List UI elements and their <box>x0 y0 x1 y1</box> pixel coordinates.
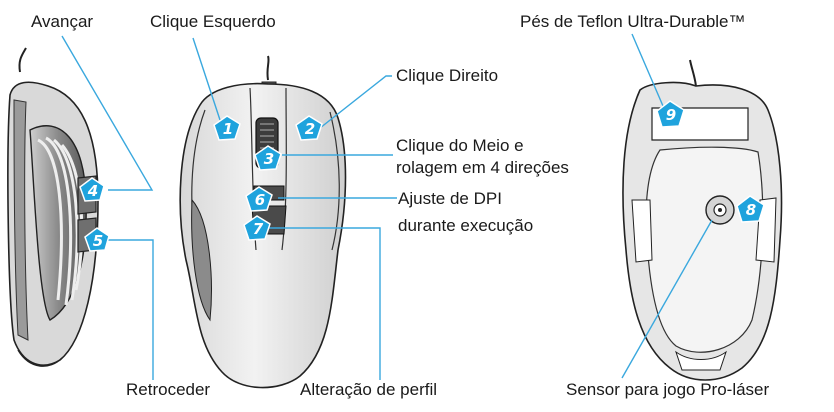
badge-number: 6 <box>255 191 265 209</box>
label-laser-sensor: Sensor para jogo Pro-láser <box>566 380 770 399</box>
label-back: Retroceder <box>126 380 211 399</box>
label-dpi-line2: durante execução <box>398 216 534 235</box>
label-right-click: Clique Direito <box>396 66 499 85</box>
label-middle-click-line2: rolagem em 4 direções <box>396 158 569 177</box>
badge-9: 9 <box>656 100 685 128</box>
badge-number: 9 <box>666 106 676 124</box>
side-view-mouse <box>7 47 99 367</box>
badge-number: 8 <box>746 201 756 219</box>
badge-1: 1 <box>213 115 241 141</box>
badge-number: 5 <box>93 232 103 250</box>
label-left-click: Clique Esquerdo <box>150 12 276 31</box>
badge-8: 8 <box>736 195 765 223</box>
label-middle-click-line1: Clique do Meio e <box>396 136 524 155</box>
leader-lines <box>61 33 713 380</box>
badge-4: 4 <box>79 177 105 202</box>
label-profile-switch: Alteração de perfil <box>300 380 438 399</box>
badge-7: 7 <box>243 215 271 241</box>
label-forward: Avançar <box>31 12 94 31</box>
label-teflon-feet: Pés de Teflon Ultra-Durable™ <box>520 12 746 31</box>
badge-number: 7 <box>253 220 264 238</box>
badge-5: 5 <box>84 227 110 252</box>
badge-number: 1 <box>223 120 233 138</box>
badge-number: 4 <box>87 182 98 200</box>
badge-number: 3 <box>264 150 274 168</box>
badge-3: 3 <box>254 145 282 171</box>
badge-6: 6 <box>245 186 273 212</box>
badge-2: 2 <box>295 115 323 141</box>
label-dpi-line1: Ajuste de DPI <box>398 189 502 208</box>
badge-number: 2 <box>305 120 315 138</box>
